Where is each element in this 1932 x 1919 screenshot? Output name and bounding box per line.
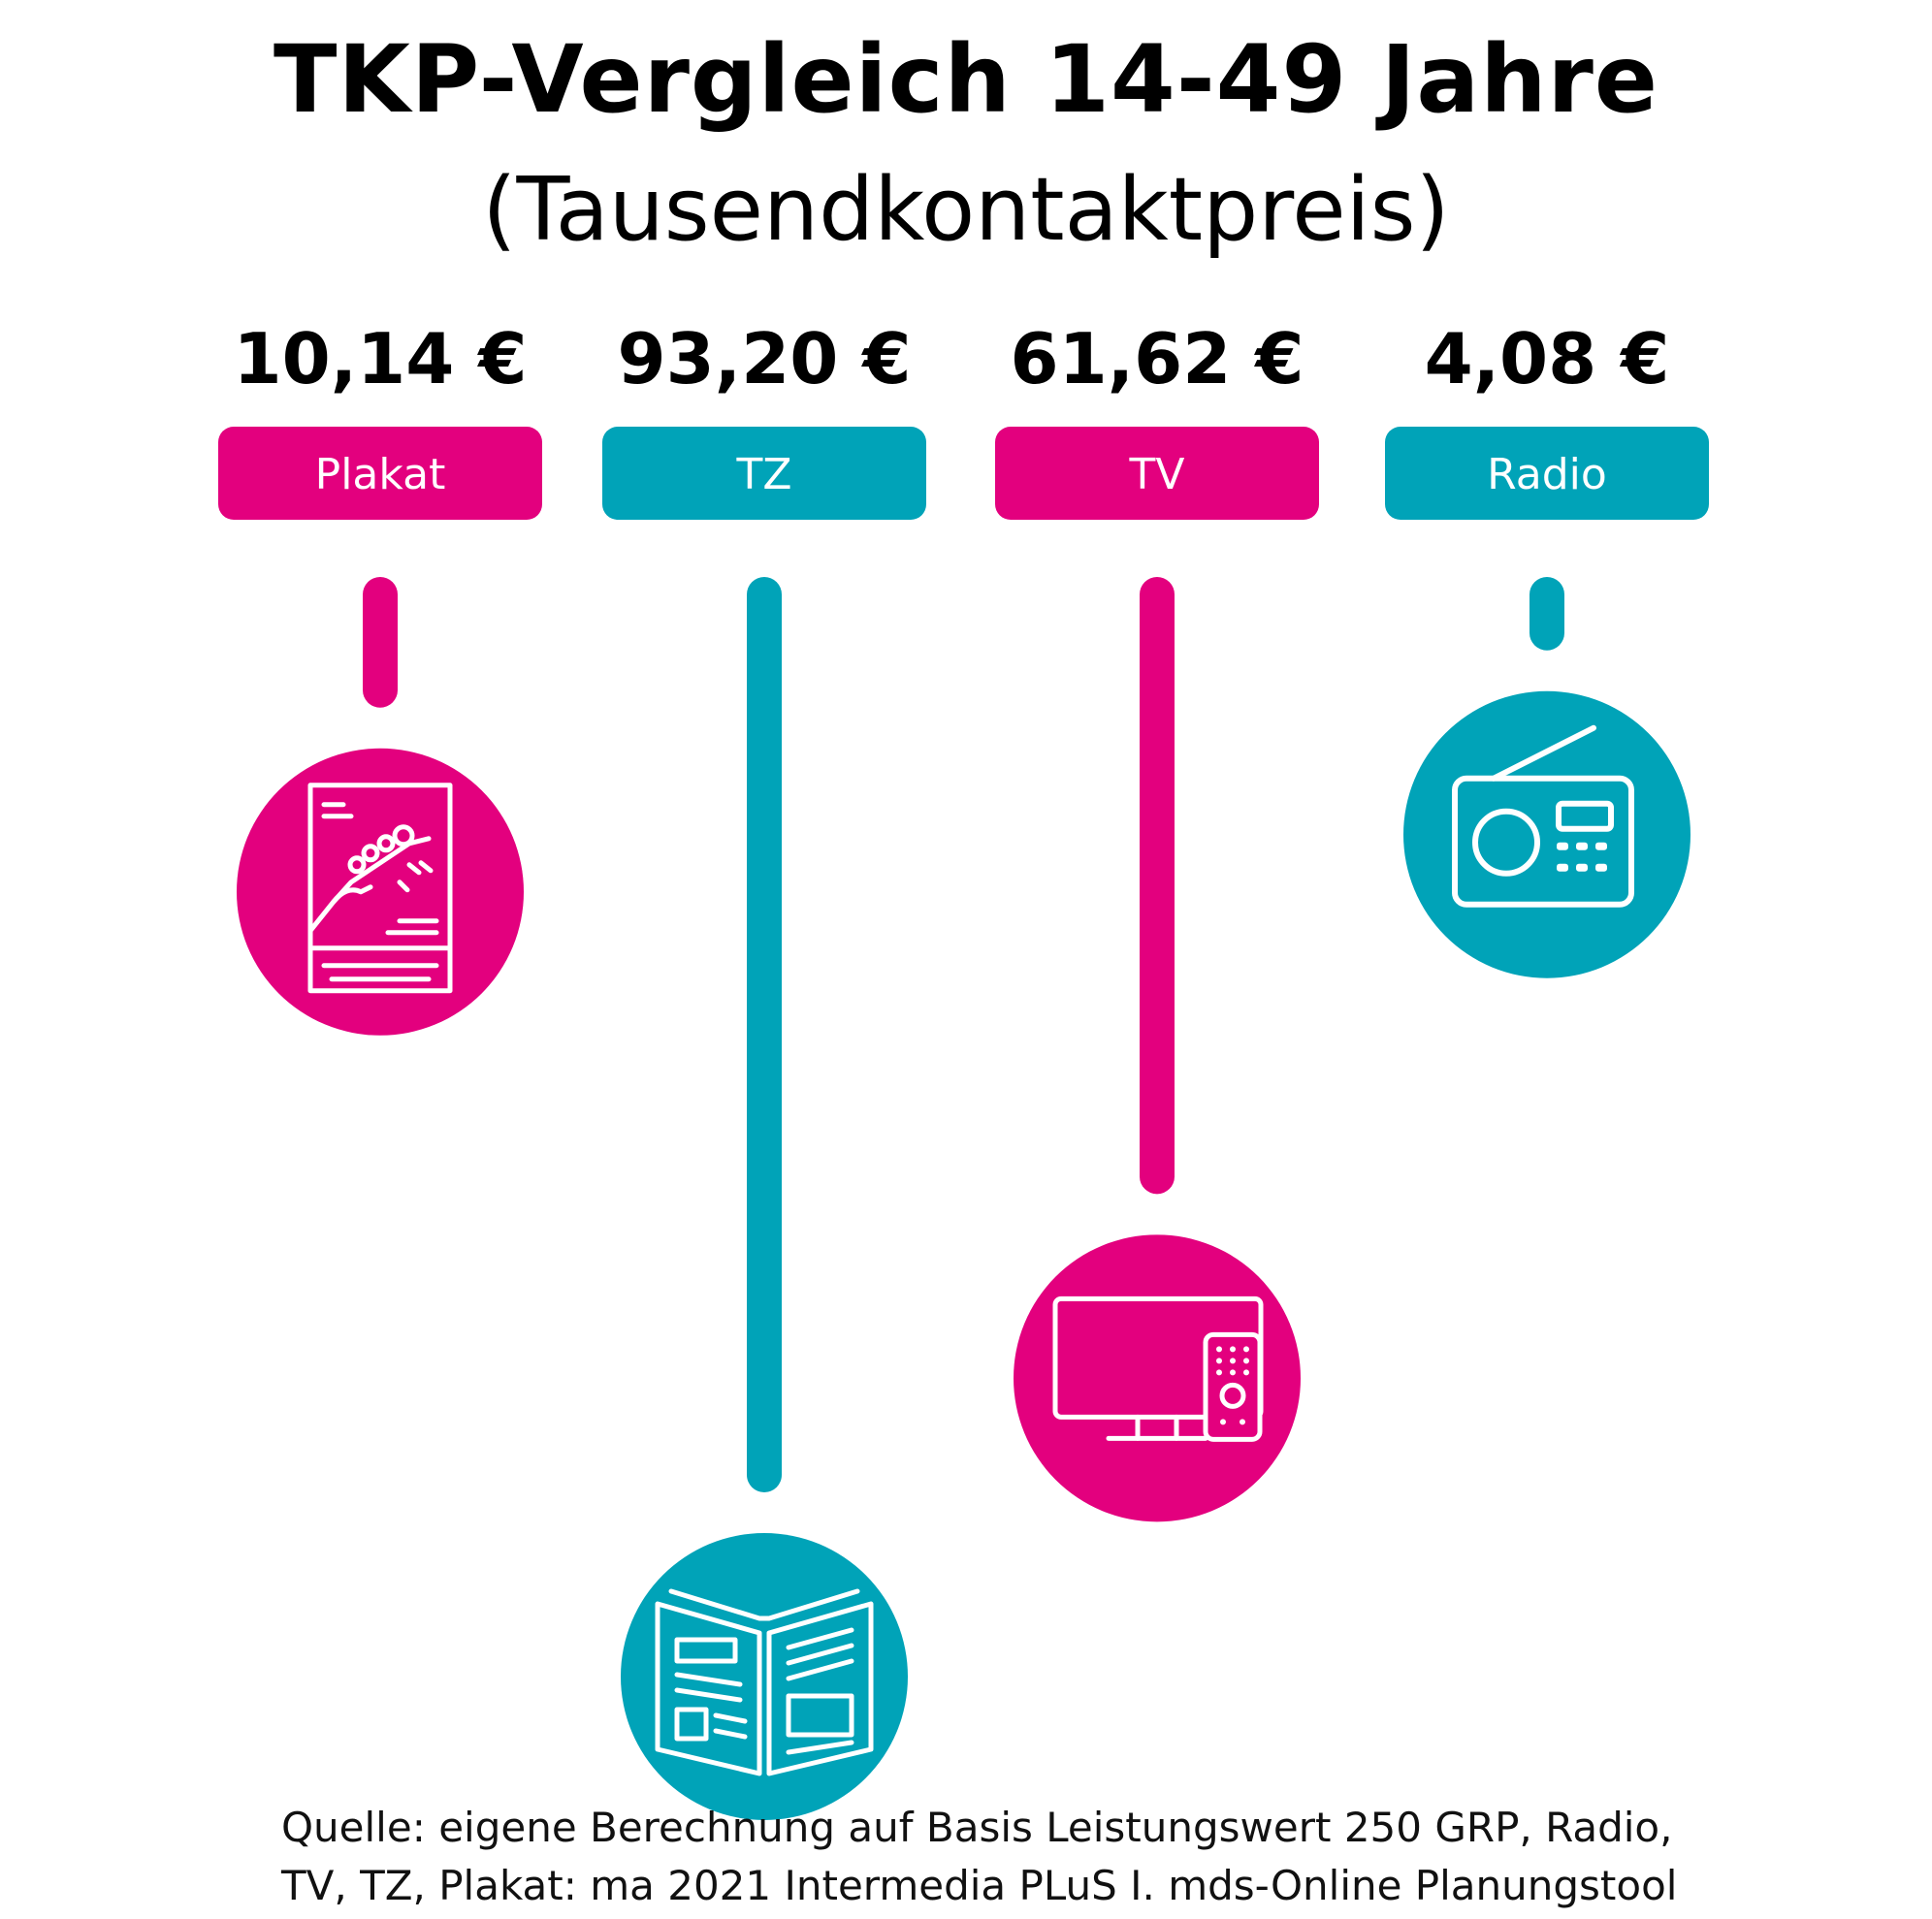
chart-subtitle: (Tausendkontaktpreis)	[482, 159, 1450, 261]
value-label-tv: 61,62 €	[1011, 318, 1304, 400]
category-pill-tv	[995, 427, 1319, 520]
value-label-tz: 93,20 €	[618, 318, 912, 400]
category-pill-radio	[1385, 427, 1709, 520]
category-label-tz: TZ	[735, 450, 791, 499]
newspaper-icon	[655, 1588, 874, 1776]
category-label-radio: Radio	[1487, 450, 1607, 499]
category-label-plakat: Plakat	[315, 450, 446, 499]
bar-radio	[1530, 577, 1564, 651]
poster-icon	[307, 783, 453, 994]
source-note: Quelle: eigene Berechnung auf Basis Leis…	[281, 1799, 1920, 1915]
radio-icon	[1452, 724, 1634, 908]
category-label-tv: TV	[1129, 450, 1185, 499]
category-pill-plakat	[218, 427, 542, 520]
bar-plakat	[363, 577, 398, 708]
icon-circle-radio	[1403, 690, 1690, 978]
value-label-radio: 4,08 €	[1425, 318, 1670, 400]
source-line-2: TV, TZ, Plakat: ma 2021 Intermedia PLuS …	[281, 1862, 1678, 1909]
icon-circle-tz	[621, 1533, 908, 1820]
category-pill-tz	[602, 427, 926, 520]
icon-circle-tv	[1014, 1234, 1301, 1522]
chart-title: TKP-Vergleich 14-49 Jahre	[274, 25, 1658, 134]
bar-tv	[1140, 577, 1175, 1195]
value-label-plakat: 10,14 €	[234, 318, 528, 400]
tv-icon	[1052, 1295, 1264, 1442]
bar-tz	[747, 577, 782, 1492]
source-line-1: Quelle: eigene Berechnung auf Basis Leis…	[281, 1804, 1673, 1851]
